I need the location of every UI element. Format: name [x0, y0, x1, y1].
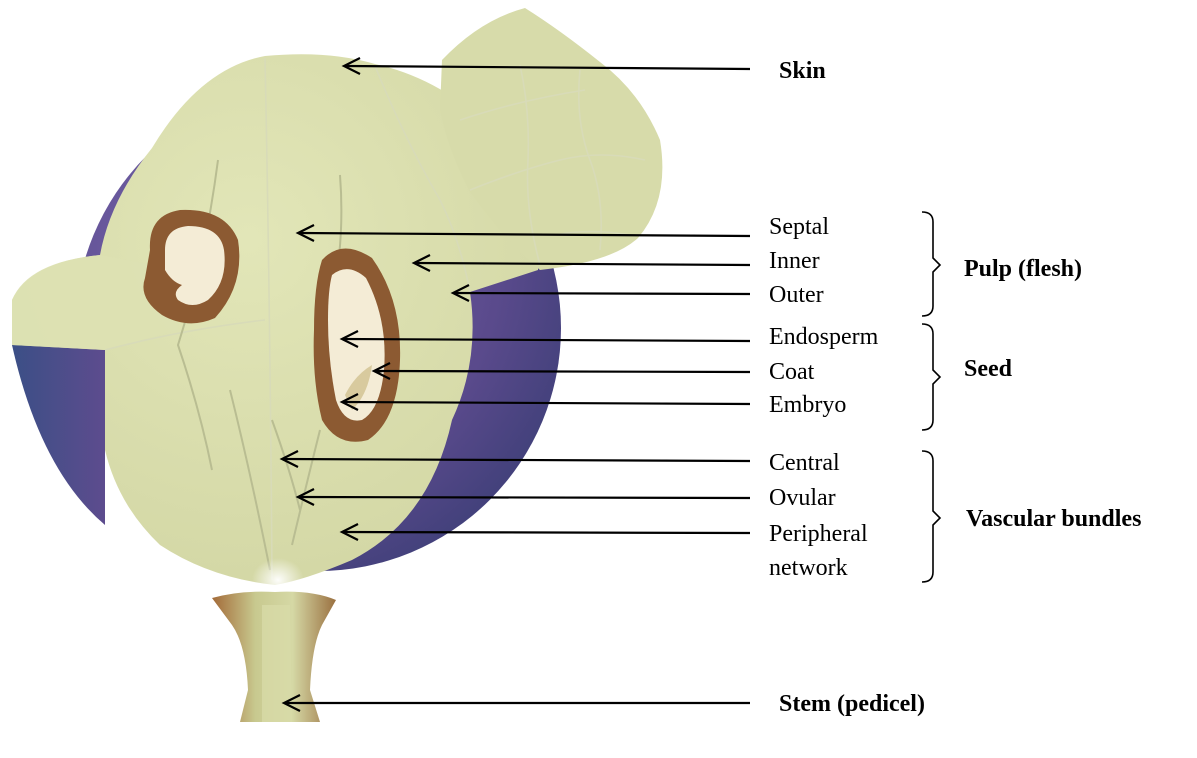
label-vascular-bundles: Vascular bundles	[966, 506, 1141, 532]
label-septal: Septal	[769, 214, 829, 240]
label-network: network	[769, 555, 848, 581]
label-seed: Seed	[964, 356, 1013, 382]
label-embryo: Embryo	[769, 392, 846, 418]
label-central: Central	[769, 450, 840, 476]
bracket-vascular	[922, 451, 940, 582]
arrow-stem	[284, 695, 750, 711]
labels: Skin Septal Inner Outer Pulp (flesh) End…	[769, 58, 1141, 717]
label-outer: Outer	[769, 282, 824, 308]
label-pulp-flesh: Pulp (flesh)	[964, 256, 1082, 282]
bracket-pulp	[922, 212, 940, 316]
group-brackets	[922, 212, 940, 582]
bracket-seed	[922, 324, 940, 430]
label-inner: Inner	[769, 248, 820, 274]
label-coat: Coat	[769, 359, 815, 385]
label-endosperm: Endosperm	[769, 324, 879, 350]
grape-berry-illustration	[12, 8, 662, 722]
label-peripheral: Peripheral	[769, 521, 868, 547]
label-ovular: Ovular	[769, 485, 836, 511]
label-skin: Skin	[779, 58, 826, 84]
label-stem-pedicel: Stem (pedicel)	[779, 691, 925, 717]
